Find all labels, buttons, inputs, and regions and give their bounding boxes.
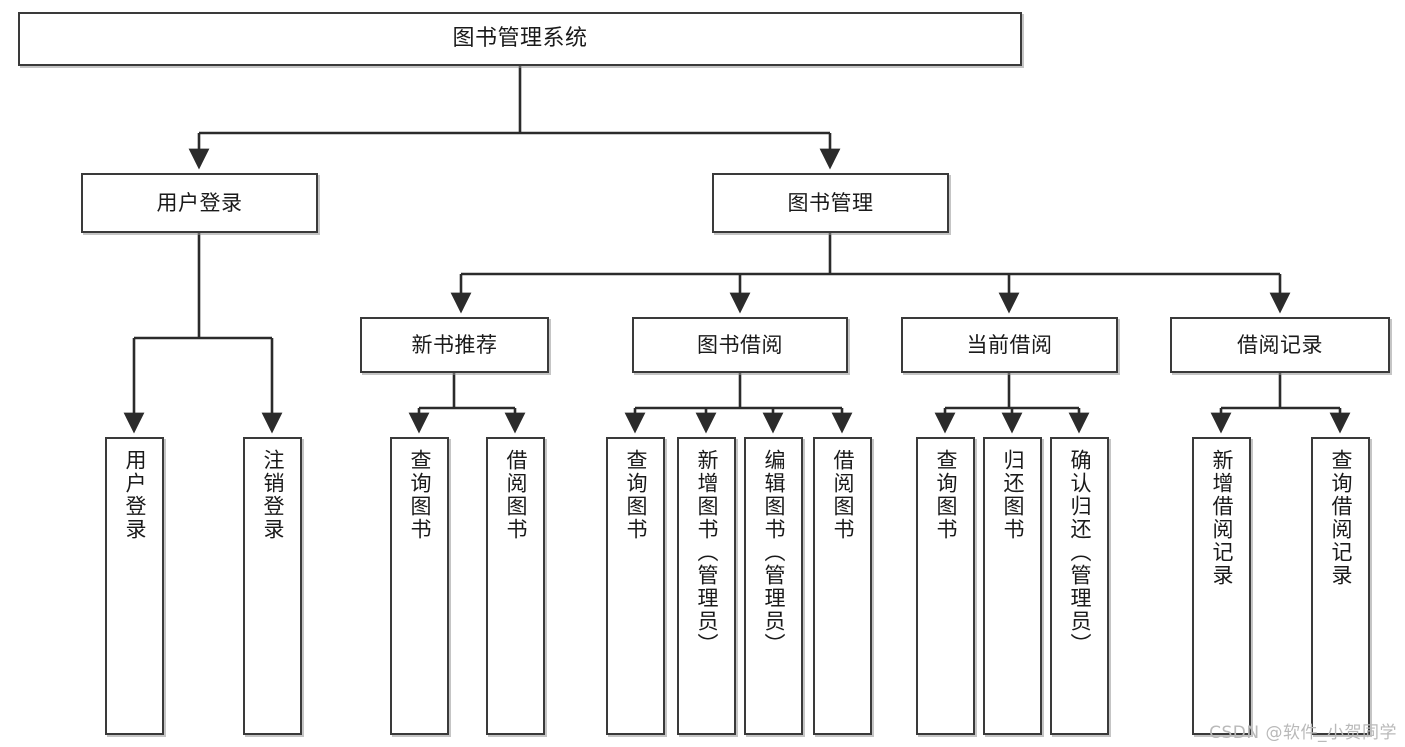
node-book-management[interactable]: 图书管理 [712, 173, 949, 233]
node-label: 查询图书 [934, 449, 958, 541]
node-label: 查询图书 [408, 449, 432, 541]
node-leaf-query-book-borrow[interactable]: 查询图书 [606, 437, 665, 735]
node-label: 图书管理 [787, 190, 874, 215]
node-label: 新书推荐 [411, 332, 498, 357]
node-leaf-query-book-current[interactable]: 查询图书 [916, 437, 975, 735]
node-leaf-user-login[interactable]: 用户登录 [105, 437, 164, 735]
node-leaf-return-book[interactable]: 归还图书 [983, 437, 1042, 735]
node-book-borrow[interactable]: 图书借阅 [632, 317, 848, 373]
node-label: 归还图书 [1001, 449, 1025, 541]
node-label: 注销登录 [261, 449, 285, 541]
node-leaf-confirm-return-admin[interactable]: 确认归还（管理员） [1050, 437, 1109, 735]
node-label: 新增图书（管理员） [695, 449, 719, 656]
node-leaf-add-borrow-record[interactable]: 新增借阅记录 [1192, 437, 1251, 735]
watermark: CSDN @软件_小贺同学 [1209, 723, 1397, 743]
node-label: 编辑图书（管理员） [762, 449, 786, 656]
node-label: 用户登录 [156, 190, 243, 215]
node-user-login[interactable]: 用户登录 [81, 173, 318, 233]
node-label: 借阅记录 [1237, 332, 1323, 357]
node-leaf-edit-book-admin[interactable]: 编辑图书（管理员） [744, 437, 803, 735]
node-label: 查询借阅记录 [1329, 449, 1353, 587]
node-label: 图书管理系统 [452, 26, 588, 52]
node-label: 新增借阅记录 [1210, 449, 1234, 587]
node-label: 当前借阅 [966, 332, 1053, 357]
node-label: 图书借阅 [697, 332, 783, 357]
node-borrow-record[interactable]: 借阅记录 [1170, 317, 1390, 373]
node-label: 用户登录 [123, 449, 147, 541]
node-label: 借阅图书 [504, 449, 528, 541]
node-leaf-logout[interactable]: 注销登录 [243, 437, 302, 735]
node-current-borrow[interactable]: 当前借阅 [901, 317, 1118, 373]
node-label: 查询图书 [624, 449, 648, 541]
node-leaf-add-book-admin[interactable]: 新增图书（管理员） [677, 437, 736, 735]
node-root-book-management-system[interactable]: 图书管理系统 [18, 12, 1022, 66]
node-leaf-query-book-recommend[interactable]: 查询图书 [390, 437, 449, 735]
node-leaf-borrow-book-recommend[interactable]: 借阅图书 [486, 437, 545, 735]
node-label: 确认归还（管理员） [1068, 449, 1092, 656]
node-new-book-recommend[interactable]: 新书推荐 [360, 317, 549, 373]
node-leaf-borrow-book[interactable]: 借阅图书 [813, 437, 872, 735]
node-label: 借阅图书 [831, 449, 855, 541]
node-leaf-query-borrow-record[interactable]: 查询借阅记录 [1311, 437, 1370, 735]
